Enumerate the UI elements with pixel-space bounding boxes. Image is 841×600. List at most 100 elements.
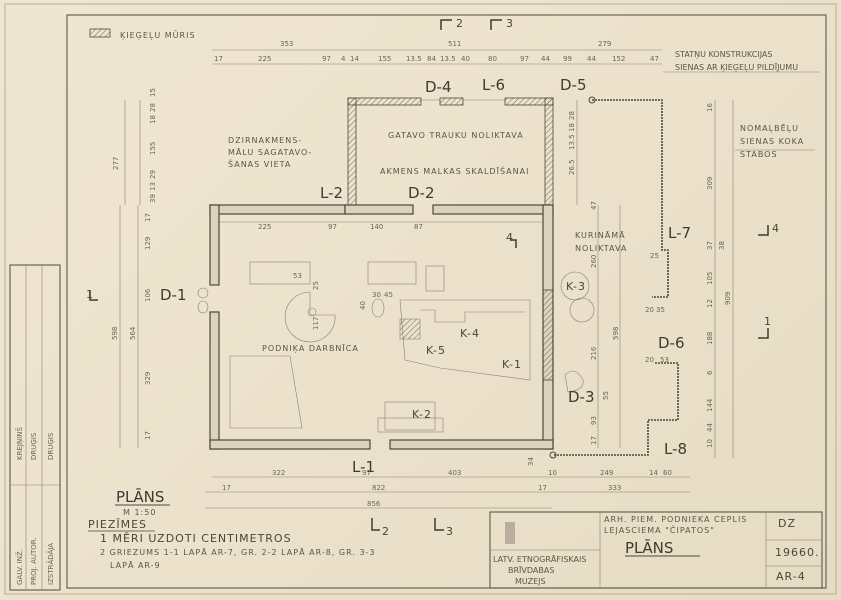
dimension-label: 140 [370, 223, 383, 231]
dimension-label: 10 [548, 469, 557, 477]
dimension-label: 47 [650, 55, 659, 63]
dimension-label: 18 [568, 123, 576, 132]
stamp-signature-field: PROJ. AUTOR. [30, 537, 38, 585]
museum-name: BRĪVDABAS [508, 565, 554, 575]
dimension-label: 511 [448, 40, 461, 48]
dimension-label: 329 [144, 372, 152, 385]
drawing-frame [66, 14, 827, 589]
room-label: GATAVO TRAUKU NOLIKTAVA [388, 131, 524, 140]
opening-label-d-3: D-3 [568, 388, 595, 406]
opening-label-l-8: L-8 [664, 440, 687, 458]
dimension-label: 14 [649, 469, 658, 477]
section-mark-label: 1 [764, 315, 772, 328]
dimension-label: 20 [645, 306, 654, 314]
brick-wall-legend-swatch [89, 28, 111, 38]
dimension-label: 17 [538, 484, 547, 492]
dimension-label: 93 [590, 416, 598, 425]
dimension-label: 60 [663, 469, 672, 477]
dimension-label: 25 [312, 281, 320, 290]
wall-note: NOMAĻBĒĻU [740, 123, 799, 134]
dimension-label: 53 [293, 272, 302, 280]
museum-logo [505, 522, 515, 544]
stage-code: DZ [778, 517, 796, 530]
stamp-signature-field: GALV. INŽ. [15, 549, 24, 585]
section-mark-label: 3 [446, 525, 454, 538]
dimension-label: 17 [144, 213, 152, 222]
note-item: 2 GRIEZUMS 1-1 LAPĀ AR-7, GR. 2-2 LAPĀ A… [100, 547, 376, 557]
section-markers [89, 19, 769, 531]
stamp-signature-field: DRUĢIS [30, 432, 39, 460]
dimension-label: 29 [149, 170, 157, 179]
opening-label-d-4: D-4 [425, 78, 452, 96]
dimension-label: 17 [590, 436, 598, 445]
notes-heading: PIEZĪMES [88, 518, 147, 531]
dimension-label: 40 [461, 55, 470, 63]
storage-building [347, 97, 554, 211]
dimension-label: 14 [350, 55, 359, 63]
dimension-label: 333 [608, 484, 621, 492]
dimension-label: 564 [129, 326, 137, 340]
dimension-label: 225 [258, 223, 271, 231]
dimension-label: 26.5 [568, 159, 576, 175]
dimension-label: 84 [427, 55, 436, 63]
dimension-label: 34 [527, 457, 535, 466]
dimension-label: 99 [563, 55, 572, 63]
room-label: AKMENS MALKAS SKALDĪŠANAI [380, 165, 529, 176]
dimension-label: 17 [214, 55, 223, 63]
dimension-label: 598 [111, 327, 119, 340]
opening-label-d-5: D-5 [560, 76, 587, 94]
dimension-label: 155 [149, 142, 157, 155]
opening-label-d-1: D-1 [160, 286, 187, 304]
dimension-label: 309 [706, 177, 714, 190]
dimension-label: 277 [112, 157, 120, 170]
dimension-label: 260 [590, 255, 598, 268]
dimension-label: 322 [272, 469, 285, 477]
stamp-signature-field: KREJŅINŠ [15, 427, 25, 460]
title-block [489, 511, 823, 589]
opening-label-l-1: L-1 [352, 458, 375, 476]
section-mark-label: 1 [86, 288, 94, 301]
dimension-lines [119, 49, 820, 509]
dimension-label: 13 [149, 182, 157, 191]
project-name: LEJASCIEMA "ČIPATOS" [604, 524, 715, 535]
section-mark-label: 2 [456, 17, 464, 30]
dimension-label: 87 [414, 223, 423, 231]
dimension-label: 16 [706, 103, 714, 112]
dimension-label: 6 [706, 370, 714, 375]
dimension-label: 909 [724, 292, 732, 305]
note-item: LAPĀ AR-9 [110, 560, 161, 570]
archive-number: 19660. [775, 546, 820, 559]
dimension-label: 28 [568, 111, 576, 120]
dimension-label: 155 [378, 55, 391, 63]
dimension-label: 53 [660, 356, 669, 364]
dimension-label: 106 [144, 288, 152, 302]
dimension-label: 129 [144, 237, 152, 250]
section-mark-label: 4 [772, 222, 780, 235]
dimension-label: 38 [718, 241, 726, 250]
room-label: NOLIKTAVA [575, 244, 627, 253]
kiln-label-k-5: K-5 [426, 344, 446, 357]
dimension-label: 225 [258, 55, 271, 63]
dimension-label: 856 [367, 500, 381, 508]
kiln-label-k-3: K-3 [566, 280, 586, 293]
dimension-label: 216 [590, 346, 598, 360]
construction-note: STATŅU KONSTRUKCIJAS [675, 50, 772, 60]
signature-stamp-box [9, 264, 61, 591]
room-label: DZIRNAKMENS- [228, 136, 302, 145]
dimension-label: 45 [384, 291, 393, 299]
dimension-label: 80 [488, 55, 497, 63]
dimension-label: 13.5 [568, 134, 576, 150]
dimension-label: 44 [541, 55, 550, 63]
dimension-label: 25 [650, 252, 659, 260]
dimension-label: 97 [322, 55, 331, 63]
kiln-label-k-2: K-2 [412, 408, 432, 421]
room-label: KURINĀMĀ [575, 230, 626, 240]
plan-title: PLĀNS [116, 488, 164, 506]
room-label: ŠANAS VIETA [228, 158, 291, 169]
main-building-walls [209, 204, 554, 450]
plan-scale: M 1:50 [123, 508, 156, 517]
dimension-label: 30 [372, 291, 381, 299]
dimension-label: 97 [520, 55, 529, 63]
